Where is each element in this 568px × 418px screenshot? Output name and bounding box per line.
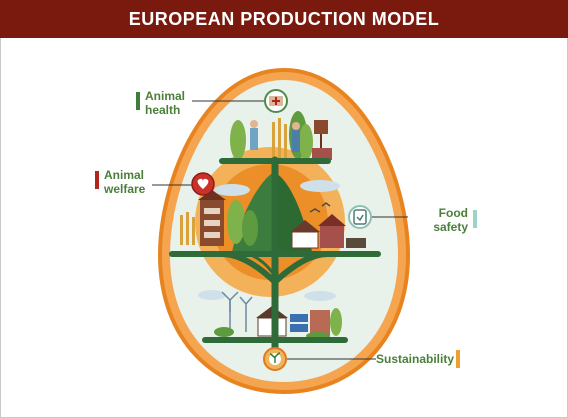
medical-case-icon bbox=[264, 89, 288, 113]
sustainability-bar bbox=[456, 350, 460, 368]
page-title: EUROPEAN PRODUCTION MODEL bbox=[128, 8, 440, 29]
top-wheat bbox=[272, 118, 287, 160]
windmills bbox=[221, 291, 253, 332]
animal-health-line2: health bbox=[145, 103, 181, 117]
animal-welfare-label: Animal welfare bbox=[104, 168, 145, 196]
safety-jar-icon bbox=[348, 205, 372, 229]
leader-lines bbox=[152, 100, 408, 360]
food-safety-bar bbox=[473, 210, 477, 228]
animal-welfare-line2: welfare bbox=[104, 182, 146, 196]
sign-post bbox=[312, 120, 332, 160]
farmer-left bbox=[250, 120, 258, 150]
solar-panels bbox=[290, 314, 308, 332]
animal-welfare-line1: Animal bbox=[104, 168, 145, 182]
left-barn bbox=[198, 190, 226, 246]
left-trees bbox=[227, 200, 258, 246]
seedling-icon bbox=[263, 347, 287, 371]
sustainability-label: Sustainability bbox=[376, 352, 454, 366]
food-safety-line1: Food bbox=[438, 206, 468, 220]
food-safety-line2: safety bbox=[433, 220, 468, 234]
food-safety-label: Food safety bbox=[432, 206, 468, 234]
sustainability-text: Sustainability bbox=[376, 352, 455, 366]
plant-stem bbox=[169, 156, 381, 354]
animal-health-label: Animal health bbox=[145, 89, 185, 117]
clouds bbox=[198, 180, 340, 301]
birds bbox=[309, 202, 331, 213]
animal-health-line1: Animal bbox=[145, 89, 186, 103]
farmer-right bbox=[292, 122, 300, 152]
animal-welfare-bar bbox=[95, 171, 99, 189]
title-bar: EUROPEAN PRODUCTION MODEL bbox=[0, 0, 568, 38]
bottom-greenhouse bbox=[310, 308, 342, 336]
wheat-left bbox=[180, 212, 195, 245]
animal-health-bar bbox=[136, 92, 140, 110]
right-houses bbox=[290, 214, 366, 249]
heart-icon bbox=[191, 172, 215, 196]
